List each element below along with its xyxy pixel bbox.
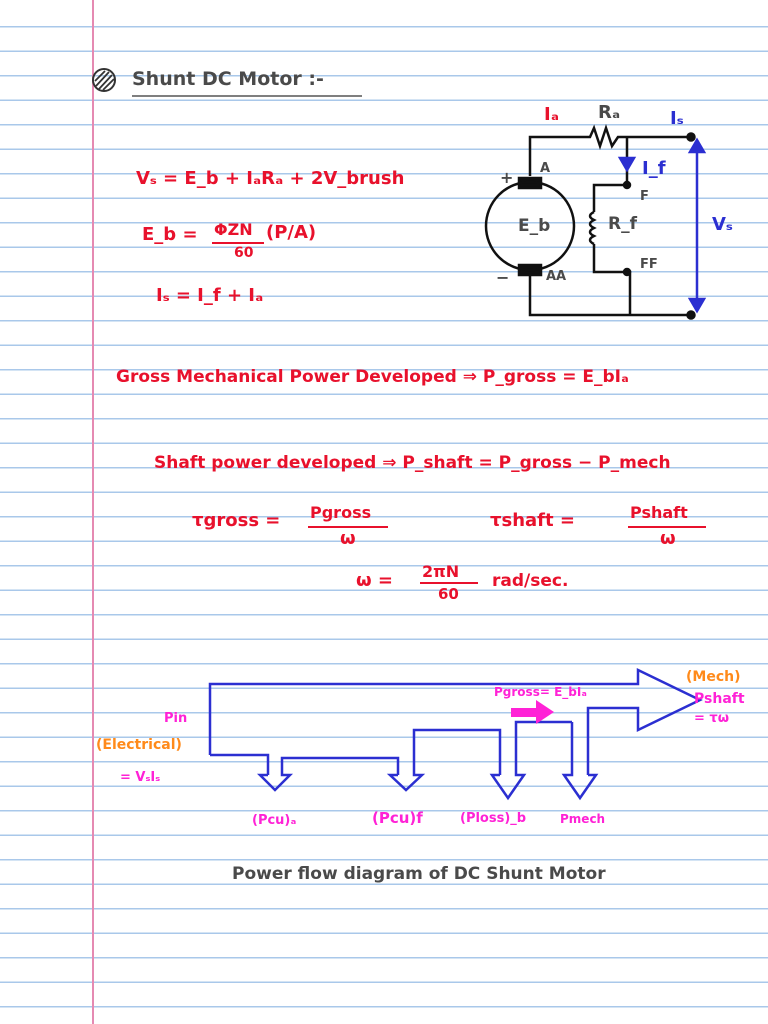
- mech-label: (Mech): [686, 669, 741, 685]
- brush-loss-label: (Ploss)_b: [460, 811, 527, 826]
- armature-current-label: Iₐ: [544, 104, 559, 125]
- armature-resistance-label: Rₐ: [598, 102, 621, 123]
- margin-line: [92, 0, 94, 1024]
- tshaft-left: τshaft =: [490, 510, 575, 531]
- negative-terminal-label: −: [496, 268, 510, 287]
- terminal-a-label: A: [540, 161, 551, 176]
- supply-current-label: Iₛ: [670, 108, 684, 129]
- diagram-caption: Power flow diagram of DC Shunt Motor: [232, 864, 606, 884]
- pgross-label: Pgross= E_bIₐ: [494, 685, 587, 699]
- omega-left: ω =: [356, 570, 393, 591]
- input-power-expression: = VₛIₛ: [120, 770, 161, 785]
- electrical-label: (Electrical): [96, 737, 182, 753]
- eb-numerator: ΦZN: [214, 220, 253, 239]
- tgross-denominator: ω: [340, 528, 356, 549]
- pshaft-label: Pshaft: [694, 691, 745, 707]
- terminal-aa-label: AA: [546, 269, 567, 284]
- mechanical-loss-label: Pmech: [560, 812, 606, 826]
- tgross-left: τgross =: [192, 510, 281, 531]
- omega-denominator: 60: [438, 585, 459, 603]
- tgross-numerator: Pgross: [310, 503, 372, 522]
- field-resistance-label: R_f: [608, 214, 637, 234]
- shaft-power-equation: Shaft power developed ⇒ P_shaft = P_gros…: [154, 453, 671, 473]
- terminal-ff-label: FF: [640, 257, 658, 272]
- pin-label: Pin: [164, 711, 188, 726]
- field-copper-loss-label: (Pcu)f: [372, 809, 423, 827]
- back-emf-label: E_b: [518, 216, 551, 236]
- supply-voltage-label: Vₛ: [712, 214, 733, 235]
- eb-equation-left: E_b =: [142, 224, 198, 245]
- positive-terminal-label: +: [500, 168, 514, 187]
- hatched-bullet-icon: [92, 68, 116, 92]
- tshaft-denominator: ω: [660, 528, 676, 549]
- page-title: Shunt DC Motor :-: [132, 68, 324, 90]
- eb-pole-ratio: (P/A): [266, 222, 317, 243]
- fraction-bars: [212, 242, 706, 584]
- shunt-motor-circuit: [484, 124, 696, 320]
- torque-omega-label: = τω: [694, 711, 730, 726]
- omega-unit: rad/sec.: [492, 571, 569, 591]
- tshaft-numerator: Pshaft: [630, 503, 688, 522]
- armature-copper-loss-label: (Pcu)ₐ: [252, 813, 297, 828]
- gross-power-equation: Gross Mechanical Power Developed ⇒ P_gro…: [116, 367, 629, 387]
- terminal-f-label: F: [640, 189, 649, 204]
- power-flow-diagram: [208, 668, 703, 801]
- current-equation: Iₛ = I_f + Iₐ: [156, 285, 264, 306]
- gross-power-arrow: [511, 700, 554, 724]
- eb-denominator: 60: [234, 245, 254, 261]
- field-current-label: I_f: [642, 158, 666, 179]
- circuit-arrows: [617, 137, 707, 314]
- omega-numerator: 2πN: [422, 562, 460, 581]
- voltage-equation: Vₛ = E_b + IₐRₐ + 2V_brush: [136, 168, 405, 189]
